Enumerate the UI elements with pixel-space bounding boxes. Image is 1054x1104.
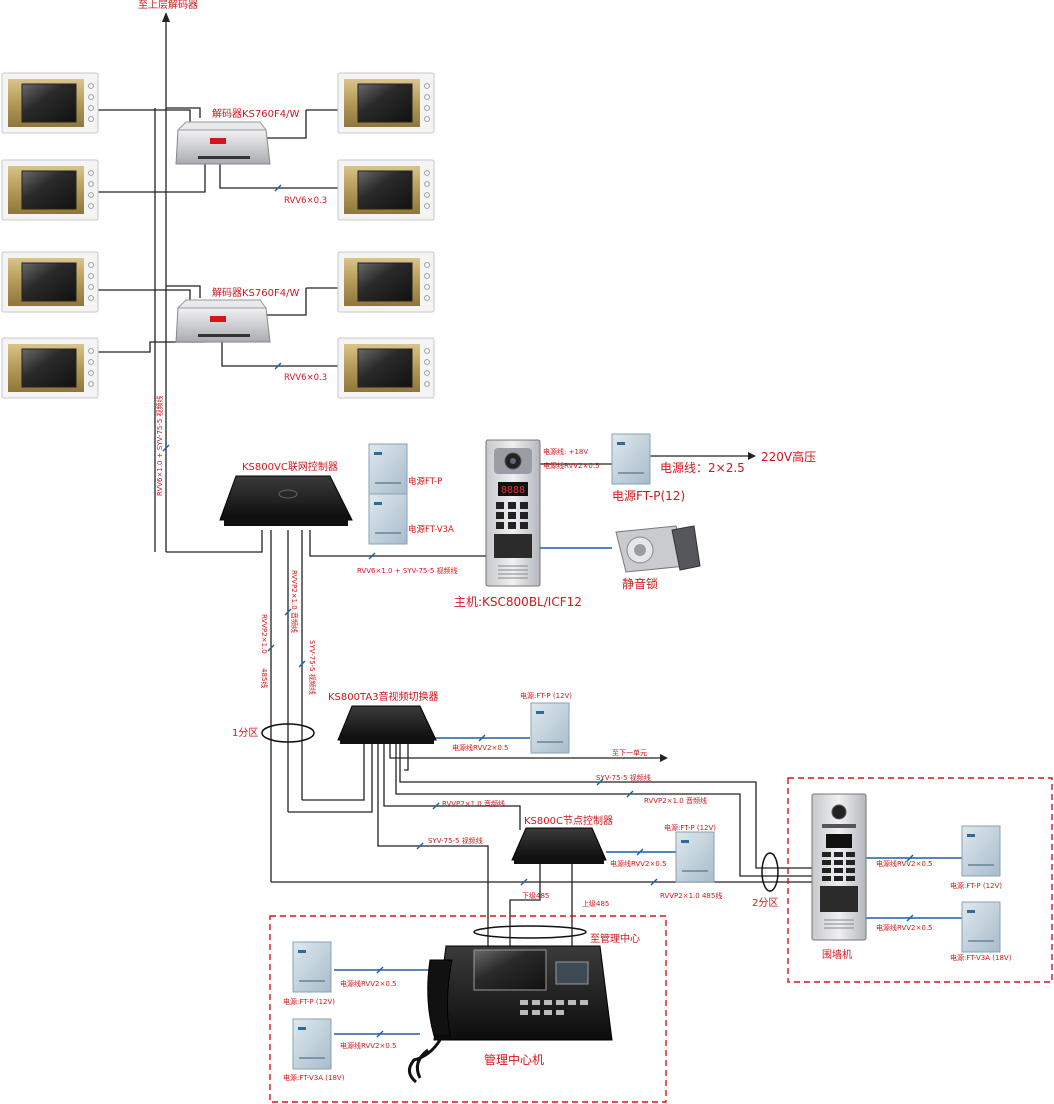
label-rvvp-audio: RVVP2×1.0 音频线 — [290, 570, 299, 633]
label-node-controller: KS800C节点控制器 — [524, 814, 613, 827]
label-wall-psu2: 电源:FT-V3A (18V) — [950, 953, 1012, 962]
indoor-monitor — [337, 72, 435, 134]
label-psu-node: 电源:FT-P (12V) — [664, 823, 716, 832]
indoor-monitor — [337, 159, 435, 221]
wall-psu-ft-v3a — [961, 901, 1001, 953]
label-wall-unit: 围墙机 — [822, 948, 852, 961]
label-vc-controller: KS800VC联网控制器 — [242, 460, 338, 473]
label-ta3-switch: KS800TA3音视频切换器 — [328, 690, 439, 703]
wall-unit — [811, 793, 867, 941]
indoor-monitor — [337, 337, 435, 399]
silent-lock — [615, 525, 701, 573]
psu-ta3 — [530, 702, 570, 754]
label-rvvp-center-audio: RVVP2×1.0 音频线 — [442, 799, 505, 808]
label-power-cable: 电源线：2×2.5 — [660, 461, 745, 475]
label-upper-485: 上级485 — [582, 899, 609, 908]
label-rvv6-2: RVV6×0.3 — [284, 373, 327, 383]
center-psu-ft-p — [292, 941, 332, 993]
decoder-ks760f4w — [175, 121, 271, 165]
label-wall-psu1: 电源:FT-P (12V) — [950, 881, 1002, 890]
label-syv-wall: SYV-75-5 视频线 — [596, 773, 651, 782]
label-psu-ftp12: 电源FT-P(12) — [612, 489, 685, 503]
wall-unit-region — [787, 777, 1053, 983]
label-center-psu1: 电源:FT-P (12V) — [283, 997, 335, 1006]
labels: 至上层解码器 解码器KS760F4/W 解码器KS760F4/W RVV6×0.… — [138, 0, 1012, 1082]
decoder-ks760f4w — [175, 299, 271, 343]
label-rvvp-485b: 485线 — [260, 668, 269, 688]
indoor-monitor — [1, 159, 99, 221]
indoor-monitor — [1, 72, 99, 134]
cable-ticks — [162, 184, 914, 1038]
label-node-power: 电源线RVV2×0.5 — [610, 859, 667, 868]
indoor-monitor — [1, 251, 99, 313]
blue-wiring — [334, 452, 962, 1035]
label-rvvp-wall-audio: RVVP2×1.0 音频线 — [644, 796, 707, 805]
label-center-psu2: 电源:FT-V3A (18V) — [283, 1073, 345, 1082]
management-center-unit — [408, 945, 613, 1084]
label-zone1: 1分区 — [232, 727, 258, 739]
label-host-power2: 电源线RVV2×0.5 — [543, 461, 600, 470]
wall-psu-ft-p — [961, 825, 1001, 877]
zone1-bundle — [261, 723, 315, 743]
psu-ft-v3a — [368, 493, 408, 545]
label-center-unit: 管理中心机 — [484, 1052, 544, 1067]
label-rvvp-485: RVVP2×1.0 — [260, 614, 268, 654]
management-center-region — [269, 915, 667, 1103]
label-psu-ta3: 电源:FT-P (12V) — [520, 691, 572, 700]
label-ta3-power: 电源线RVV2×0.5 — [452, 743, 509, 752]
black-wiring — [98, 12, 812, 950]
node-controller — [511, 827, 607, 864]
label-next-unit: 至下一单元 — [612, 748, 647, 757]
label-psu-ftp: 电源FT-P — [408, 476, 442, 487]
label-host: 主机:KSC800BL/ICF12 — [454, 595, 582, 609]
psu-node — [675, 831, 715, 883]
label-mains: 220V高压 — [761, 449, 816, 464]
label-zone2: 2分区 — [752, 897, 778, 909]
psu-ft-p — [368, 443, 408, 495]
label-syv-center: SYV-75-5 视频线 — [428, 836, 483, 845]
center-psu-ft-v3a — [292, 1018, 332, 1070]
label-wall-power2: 电源线RVV2×0.5 — [876, 923, 933, 932]
vc-network-controller — [219, 475, 353, 526]
label-wall-power1: 电源线RVV2×0.5 — [876, 859, 933, 868]
label-decoder1: 解码器KS760F4/W — [212, 107, 299, 120]
center-bundle — [473, 925, 587, 939]
host-unit: 8888 — [485, 439, 541, 587]
indoor-monitor — [337, 251, 435, 313]
label-silent-lock: 静音锁 — [622, 576, 658, 591]
label-psu-ftv3a: 电源FT-V3A — [408, 524, 454, 535]
label-to-center: 至管理中心 — [590, 932, 640, 945]
label-center-power2: 电源线RVV2×0.5 — [340, 1041, 397, 1050]
label-decoder2: 解码器KS760F4/W — [212, 286, 299, 299]
label-rvvp-485-line: RVVP2×1.0 485线 — [660, 891, 722, 900]
host-display: 8888 — [501, 485, 525, 496]
ta3-av-switcher — [337, 705, 437, 744]
label-lower-485: 下级485 — [522, 891, 549, 900]
label-center-power1: 电源线RVV2×0.5 — [340, 979, 397, 988]
label-vertical-trunk: RVV6×1.0 + SYV-75-5 视频线 — [155, 395, 164, 496]
indoor-monitor — [1, 337, 99, 399]
psu-ft-p12 — [611, 433, 651, 485]
label-host-power1: 电源线: +18V — [543, 447, 588, 456]
label-rvv6-1: RVV6×0.3 — [284, 196, 327, 206]
label-syv-video: SYV-75-5 视频线 — [308, 640, 317, 695]
label-upper-decoder: 至上层解码器 — [138, 0, 198, 11]
zone2-bundle — [761, 852, 779, 892]
label-host-link: RVV6×1.0 + SYV-75-5 视频线 — [357, 566, 458, 575]
